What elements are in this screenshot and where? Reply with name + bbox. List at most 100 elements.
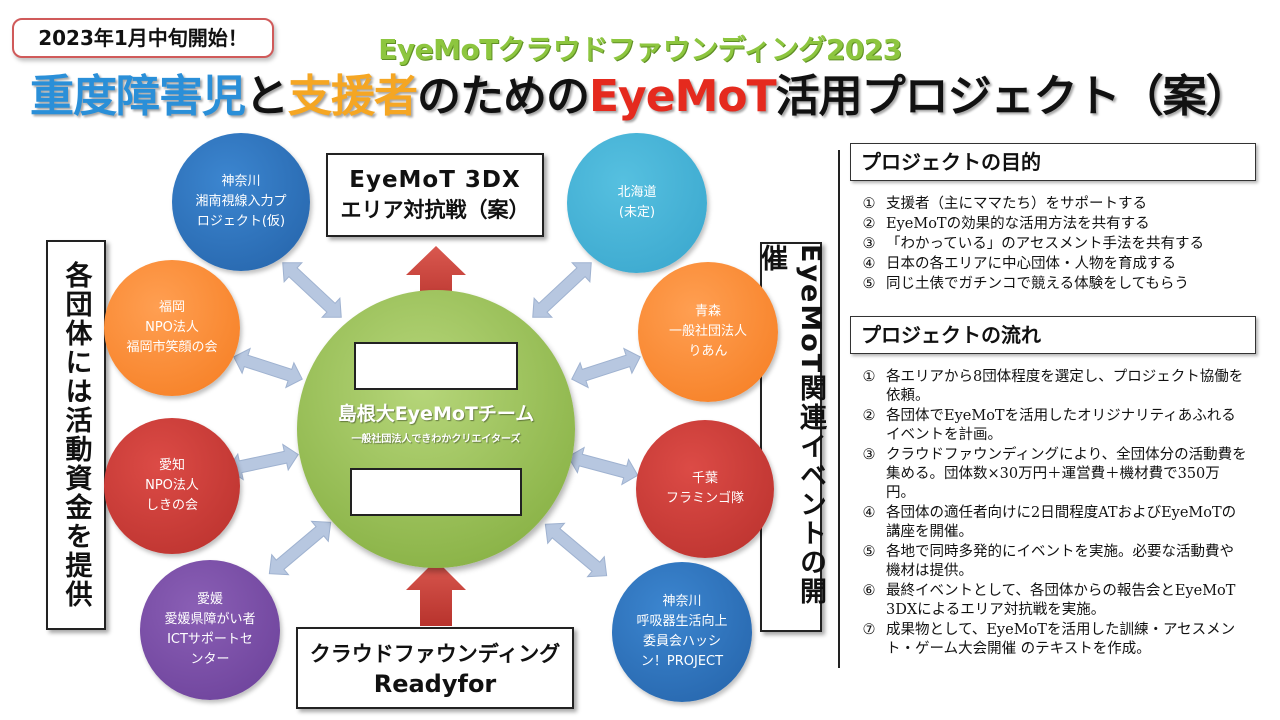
circle-fukuoka-line1: 福岡 [158,300,185,315]
circle-kanagawa-breathing-line2: 呼吸器生活向上 [636,614,728,629]
circle-kanagawa-breathing-line4: ン！PROJECT [640,654,724,669]
crowdfunding-line1: クラウドファウンディング [309,642,561,666]
circle-chiba-line2: フラミンゴ隊 [665,491,744,506]
circle-hokkaido-line2: (未定) [618,205,656,220]
flow-list: ① 各エリアから8団体程度を選定し、プロジェクト協働を依頼。 ② 各団体でEyeMoT… [852,368,1248,660]
circle-aichi: 愛知 NPO法人 しきの会 [104,418,240,554]
title-part-supporters: 支援者 [288,71,418,122]
purpose-item-number: ① [862,196,876,212]
left-funding-box: 各団体には活動資金を提供 [46,240,106,630]
title-part-project: 活用プロジェクト（案） [775,71,1250,122]
flow-item: ① 各エリアから8団体程度を選定し、プロジェクト協働を依頼。 [852,368,1248,406]
crowdfunding-subtitle: EyeMoTクラウドファウンディング2023 [378,33,902,66]
center-team-title: 島根大EyeMoTチーム [337,403,535,425]
double-arrow-aichi [227,443,299,481]
purpose-heading: プロジェクトの目的 [850,143,1256,181]
crowdfunding-line2: Readyfor [373,670,497,698]
circle-kanagawa-breathing-line3: 委員会ハッシ [642,634,721,649]
circle-aomori-line1: 青森 [694,304,721,319]
circle-kanagawa-shonan: 神奈川 湘南視線入力プ ロジェクト(仮) [172,133,310,271]
circle-hokkaido-line1: 北海道 [617,185,657,200]
circle-aomori-line2: 一般社団法人 [668,324,747,339]
circle-kanagawa-breathing: 神奈川 呼吸器生活向上 委員会ハッシ ン！PROJECT [612,562,752,702]
purpose-item-number: ③ [862,236,876,252]
purpose-item: ③ 「わかっている」のアセスメント手法を共有する [852,235,1262,254]
flow-item-text: 最終イベントとして、各団体からの報告会とEyeMoT 3DXによるエリア対抗戦を… [886,583,1236,618]
circle-kanagawa-shonan-line3: ロジェクト(仮) [196,214,286,229]
flow-item-number: ⑥ [862,583,876,599]
flow-item: ③ クラウドファウンディングにより、全団体分の活動費を集める。団体数×30万円＋運… [852,446,1248,503]
circle-kanagawa-shonan-line1: 神奈川 [221,174,261,189]
center-team-subtitle: 一般社団法人できわかクリエイターズ [351,434,521,445]
double-arrow-fukuoka [233,347,303,389]
flow-item-number: ⑤ [862,544,876,560]
area-battle-box: EyeMoT 3DX エリア対抗戦（案） [326,153,544,237]
title-part-and: と [245,71,289,122]
purpose-item: ⑤ 同じ土俵でガチンコで競える体験をしてもらう [852,275,1262,294]
flow-item: ② 各団体でEyeMoTを活用したオリジナリティあふれるイベントを計画。 [852,407,1248,445]
flow-item-text: 各団体の適任者向けに2日間程度ATおよびEyeMoTの講座を開催。 [886,505,1237,540]
title-part-for: のための [417,71,590,122]
circle-chiba: 千葉 フラミンゴ隊 [636,420,774,558]
flow-item-text: 各団体でEyeMoTを活用したオリジナリティあふれるイベントを計画。 [886,408,1236,443]
flow-item-text: 成果物として、EyeMoTを活用した訓練・アセスメント・ゲーム大会開催 のテキス… [886,622,1236,657]
flow-item: ⑥ 最終イベントとして、各団体からの報告会とEyeMoT 3DXによるエリア対抗戦… [852,582,1248,620]
flow-item-number: ④ [862,505,876,521]
purpose-item-number: ⑤ [862,276,876,292]
purpose-item-text: 日本の各エリアに中心団体・人物を育成する [886,256,1176,272]
center-box-lectures-line1: 講座開催・支援者間 [363,345,508,364]
circle-ehime-line3: ICTサポートセ [167,632,253,647]
circle-aichi-line1: 愛知 [158,458,185,473]
circle-ehime: 愛媛 愛媛県障がい者 ICTサポートセ ンター [140,560,280,700]
circle-aichi-line3: しきの会 [145,498,198,513]
double-arrow-chiba [567,446,639,486]
circle-aichi-line2: NPO法人 [145,478,199,493]
crowdfunding-box: クラウドファウンディング Readyfor [296,627,574,709]
flow-item: ⑦ 成果物として、EyeMoTを活用した訓練・アセスメント・ゲーム大会開催 のテキ… [852,621,1248,659]
center-box-lectures: 講座開催・支援者間 交流・アプリ改修 [354,342,518,390]
circle-kanagawa-breathing-line1: 神奈川 [662,594,702,609]
circle-ehime-line4: ンター [190,652,230,667]
purpose-item-number: ④ [862,256,876,272]
circle-fukuoka: 福岡 NPO法人 福岡市笑顔の会 [104,260,240,396]
flow-item: ⑤ 各地で同時多発的にイベントを実施。必要な活動費や機材は提供。 [852,543,1248,581]
purpose-item: ② EyeMoTの効果的な活用方法を共有する [852,215,1262,234]
flow-heading: プロジェクトの流れ [850,316,1256,354]
title-part-children: 重度障害児 [30,71,246,122]
right-panel-divider [838,150,840,668]
circle-hokkaido: 北海道 (未定) [567,133,707,273]
flow-item-text: 各地で同時多発的にイベントを実施。必要な活動費や機材は提供。 [886,544,1234,579]
circle-ehime-line2: 愛媛県障がい者 [164,612,256,627]
flow-item: ④ 各団体の適任者向けに2日間程度ATおよびEyeMoTの講座を開催。 [852,504,1248,542]
up-arrow-bottom [406,560,466,626]
circle-aomori-line3: りあん [688,344,728,359]
purpose-item-number: ② [862,216,876,232]
area-battle-line2: エリア対抗戦（案） [340,198,530,222]
purpose-item-text: 「わかっている」のアセスメント手法を共有する [886,236,1204,252]
double-arrow-kanagawa-top [282,262,342,318]
title-part-eyemot: EyeMoT [589,71,777,122]
flow-item-text: クラウドファウンディングにより、全団体分の活動費を集める。団体数×30万円＋運営… [886,447,1247,501]
area-battle-line1: EyeMoT 3DX [349,167,521,193]
circle-kanagawa-shonan-line2: 湘南視線入力プ [195,194,287,209]
center-box-funding-line1: クラファン運用・資金 [355,471,516,490]
flow-item-number: ③ [862,447,876,463]
circle-ehime-line1: 愛媛 [196,592,223,607]
flow-item-number: ② [862,408,876,424]
purpose-item-text: EyeMoTの効果的な活用方法を共有する [886,216,1150,232]
double-arrow-ehime [268,520,332,576]
flow-item-number: ⑦ [862,622,876,638]
double-arrow-kanagawa-bottom [544,522,608,578]
circle-fukuoka-line3: 福岡市笑顔の会 [126,340,218,355]
double-arrow-aomori [571,347,641,389]
purpose-item: ④ 日本の各エリアに中心団体・人物を育成する [852,255,1262,274]
flow-item-text: 各エリアから8団体程度を選定し、プロジェクト協働を依頼。 [886,369,1244,404]
purpose-item-text: 同じ土俵でガチンコで競える体験をしてもらう [886,276,1189,292]
center-team-circle: 講座開催・支援者間 交流・アプリ改修 島根大EyeMoTチーム 一般社団法人でき… [297,290,575,568]
circle-aomori: 青森 一般社団法人 りあん [638,262,778,402]
flow-item-number: ① [862,369,876,385]
start-date-badge: 2023年1月中旬開始！ [12,18,274,58]
center-box-lectures-line2: 交流・アプリ改修 [371,367,500,386]
